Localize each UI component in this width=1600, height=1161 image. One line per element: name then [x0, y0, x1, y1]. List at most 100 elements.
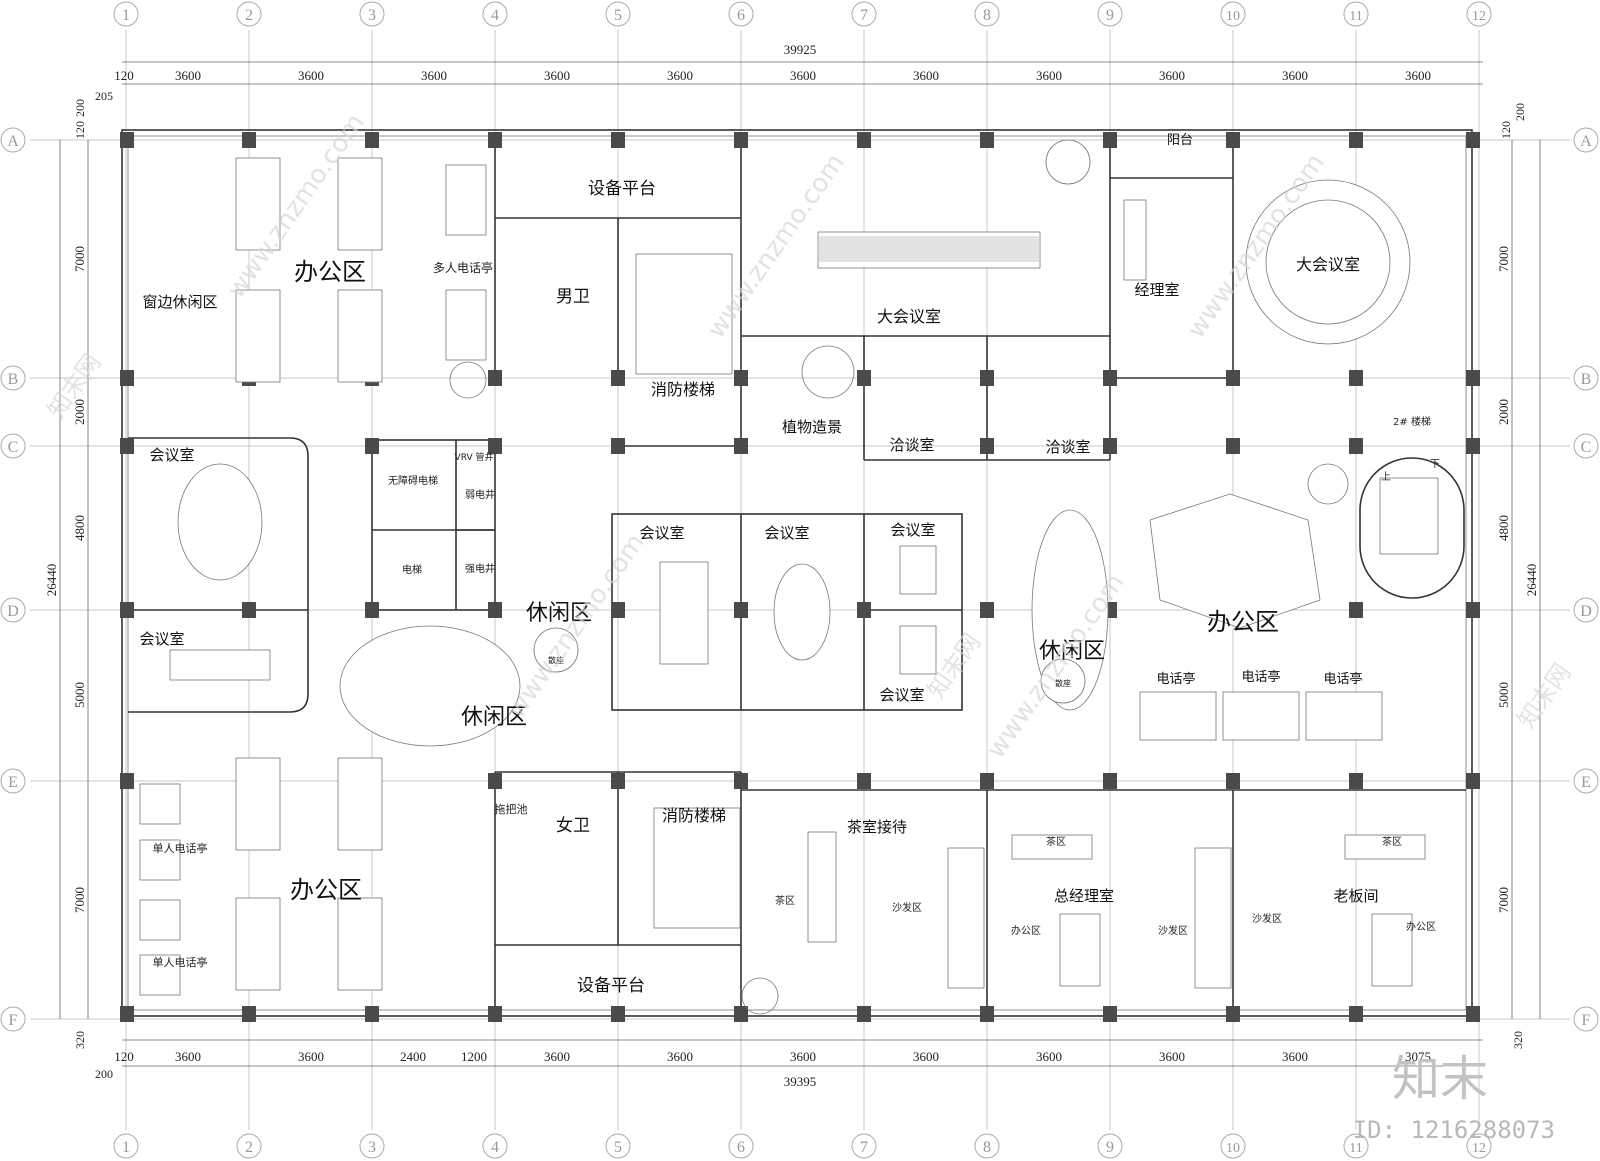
- label-meeting-c1: 会议室: [639, 524, 684, 542]
- grid-row-label: E: [1581, 774, 1591, 791]
- label-meeting-c2: 会议室: [764, 524, 809, 542]
- label-negotiation-2: 洽谈室: [1045, 438, 1090, 456]
- grid-col-label: 3: [368, 1139, 376, 1156]
- grid-col-label: 10: [1226, 1141, 1240, 1156]
- dim-top-seg: 3600: [1159, 68, 1185, 83]
- grid-col-label: 1: [122, 1139, 130, 1156]
- dim-bottom-seg: 3600: [298, 1049, 324, 1064]
- label-sofa-zone-1: 沙发区: [892, 901, 922, 914]
- label-meeting-c4: 会议室: [879, 686, 924, 704]
- grid-col-label: 7: [860, 7, 868, 24]
- grid-row-label: F: [1582, 1012, 1591, 1029]
- grid-col-label: 12: [1472, 1141, 1486, 1156]
- dim-bottom-offset: 200: [95, 1067, 113, 1081]
- grid-col-label: 2: [245, 1139, 253, 1156]
- dim-bottom-seg: 3600: [544, 1049, 570, 1064]
- dim-top-offset: 200: [73, 99, 87, 117]
- dim-right-total: 26440: [1524, 564, 1539, 597]
- dimensions-bottom: 120 3600 3600 2400 1200 3600 3600 3600 3…: [73, 1031, 1525, 1089]
- watermark-id: ID: 1216288073: [1353, 1116, 1555, 1144]
- label-office-zone-2: 办公区: [1406, 920, 1436, 933]
- dim-bottom-seg: 3600: [790, 1049, 816, 1064]
- dim-top-total: 39925: [784, 42, 817, 57]
- grid-col-label: 1: [122, 7, 130, 24]
- grid-col-label: 4: [491, 1139, 499, 1156]
- label-meeting-w1: 会议室: [149, 446, 194, 464]
- label-meeting-c3: 会议室: [890, 521, 935, 539]
- dim-left-span: 7000: [72, 887, 87, 913]
- dim-bottom-seg: 3600: [1036, 1049, 1062, 1064]
- furniture: [139, 139, 1439, 1015]
- label-multi-phone-booth: 多人电话亭: [433, 260, 493, 275]
- label-tea-reception: 茶室接待: [847, 818, 907, 836]
- grid-col-label: 3: [368, 7, 376, 24]
- dim-left-total: 26440: [44, 564, 59, 597]
- dim-top-seg: 3600: [1282, 68, 1308, 83]
- dim-top-offset: 200: [1513, 103, 1527, 121]
- grid-col-label: 10: [1226, 9, 1240, 24]
- label-meeting-w2: 会议室: [139, 630, 184, 648]
- label-manager-room: 经理室: [1134, 281, 1179, 299]
- dim-top-seg: 3600: [175, 68, 201, 83]
- label-window-lounge: 窗边休闲区: [142, 293, 217, 311]
- dim-bottom-seg: 3075: [1405, 1049, 1431, 1064]
- label-sofa-zone-3: 沙发区: [1252, 912, 1282, 925]
- watermark-brand: 知末: [1392, 1051, 1488, 1107]
- dim-bottom-offset: 320: [73, 1031, 87, 1049]
- dim-bottom-seg: 1200: [461, 1049, 487, 1064]
- label-leisure-3: 休闲区: [1039, 639, 1105, 664]
- watermark-cn: 知末网: [1512, 658, 1576, 733]
- grid-row-label: D: [1580, 603, 1592, 620]
- dim-right-span: 2000: [1496, 399, 1511, 425]
- label-gm-office: 总经理室: [1054, 887, 1114, 905]
- grid-row-label: E: [8, 774, 18, 791]
- dim-left-span: 2000: [72, 399, 87, 425]
- dim-bottom-seg: 3600: [1282, 1049, 1308, 1064]
- label-elevator: 电梯: [402, 563, 422, 576]
- label-mens-wc: 男卫: [556, 287, 590, 307]
- grid-col-label: 8: [983, 7, 991, 24]
- label-stair-2: 2# 楼梯: [1393, 415, 1431, 428]
- label-leisure-1: 休闲区: [526, 601, 592, 626]
- label-strong-shaft: 强电井: [465, 562, 495, 575]
- dim-top-offset: 120: [1499, 121, 1513, 139]
- grid-row-label: B: [8, 371, 19, 388]
- dim-bottom-seg: 2400: [400, 1049, 426, 1064]
- label-office-zone-1: 办公区: [1011, 924, 1041, 937]
- dim-top-seg: 3600: [1036, 68, 1062, 83]
- room-labels: 办公区 窗边休闲区 多人电话亭 设备平台 男卫 消防楼梯 大会议室 植物造景 洽…: [139, 133, 1440, 996]
- interior-walls: [128, 136, 1466, 1016]
- column-bubbles-top: 1 2 3 4 5 6 7 8 9 10 11 12: [113, 1, 1492, 27]
- dim-top-offset: 205: [95, 89, 113, 103]
- dim-bottom-seg: 120: [114, 1049, 134, 1064]
- dim-top-seg: 3600: [1405, 68, 1431, 83]
- label-negotiation-1: 洽谈室: [889, 436, 934, 454]
- dim-top-seg: 3600: [913, 68, 939, 83]
- dim-top-seg: 3600: [790, 68, 816, 83]
- grid-row-label: A: [7, 133, 19, 150]
- exterior-walls: [121, 129, 1473, 1017]
- label-fire-stair-top: 消防楼梯: [651, 380, 715, 399]
- label-weak-shaft: 弱电井: [465, 488, 495, 501]
- label-single-phone-1: 单人电话亭: [153, 841, 208, 855]
- dim-bottom-offset: 320: [1511, 1031, 1525, 1049]
- grid-col-label: 8: [983, 1139, 991, 1156]
- dim-left-span: 4800: [72, 515, 87, 541]
- grid-row-label: F: [9, 1012, 18, 1029]
- dim-top-seg: 3600: [298, 68, 324, 83]
- dimensions-sides: 26440 26440 7000 2000 4800 5000 7000 700…: [44, 140, 1541, 1019]
- grid-row-label: D: [7, 603, 19, 620]
- dim-bottom-total: 39395: [784, 1074, 817, 1089]
- label-phone-booth-1: 电话亭: [1156, 671, 1195, 687]
- grid-col-label: 9: [1106, 1139, 1114, 1156]
- label-mop-sink: 拖把池: [495, 802, 528, 816]
- dim-right-span: 5000: [1496, 682, 1511, 708]
- column-bubbles-bottom: 1 2 3 4 5 6 7 8 9 10 11 12: [113, 1133, 1492, 1159]
- grid-col-label: 7: [860, 1139, 868, 1156]
- dim-top-seg: 3600: [667, 68, 693, 83]
- label-womens-wc: 女卫: [556, 816, 590, 836]
- grid-col-label: 11: [1349, 1141, 1362, 1156]
- label-scatter-seat-1: 散座: [548, 655, 564, 665]
- label-plants: 植物造景: [782, 418, 842, 436]
- grid-col-label: 2: [245, 7, 253, 24]
